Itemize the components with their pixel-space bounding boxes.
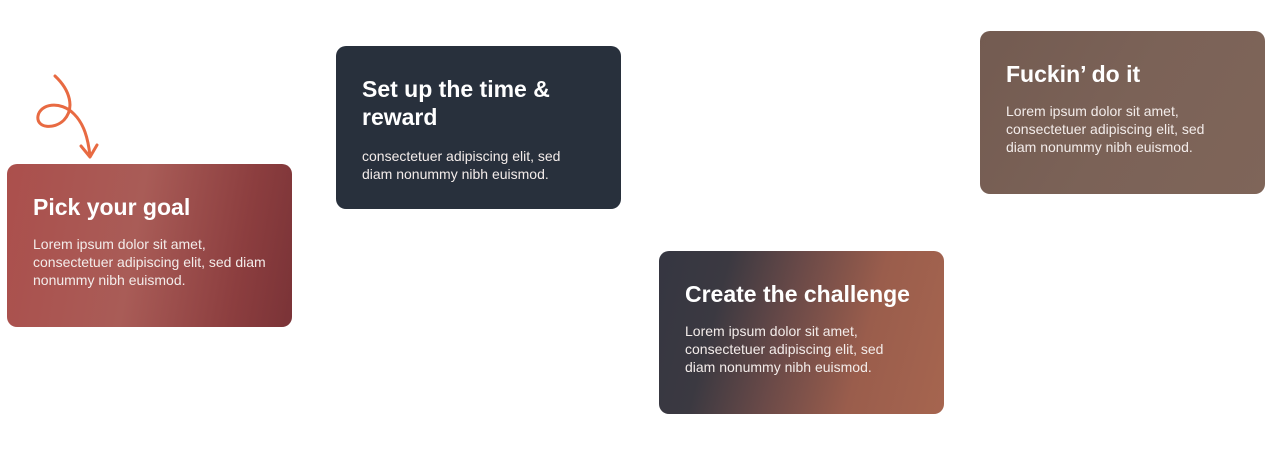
- step-card-setup-time-reward[interactable]: Set up the time & reward consectetuer ad…: [336, 46, 621, 209]
- step-title: Fuckin’ do it: [1006, 61, 1141, 87]
- step-card-do-it[interactable]: Fuckin’ do it Lorem ipsum dolor sit amet…: [980, 31, 1265, 194]
- step-title: Set up the time & reward: [362, 76, 550, 130]
- curly-arrow-icon: [36, 74, 99, 159]
- step-description: Lorem ipsum dolor sit amet, consectetuer…: [1006, 103, 1205, 155]
- step-description: consectetuer adipiscing elit, sed diam n…: [362, 148, 561, 182]
- step-title: Create the challenge: [685, 281, 910, 307]
- step-card-pick-goal[interactable]: Pick your goal Lorem ipsum dolor sit ame…: [7, 164, 292, 327]
- step-title: Pick your goal: [33, 194, 191, 220]
- step-description: Lorem ipsum dolor sit amet, consectetuer…: [33, 236, 266, 288]
- step-description: Lorem ipsum dolor sit amet, consectetuer…: [685, 323, 884, 375]
- step-card-create-challenge[interactable]: Create the challenge Lorem ipsum dolor s…: [659, 251, 944, 414]
